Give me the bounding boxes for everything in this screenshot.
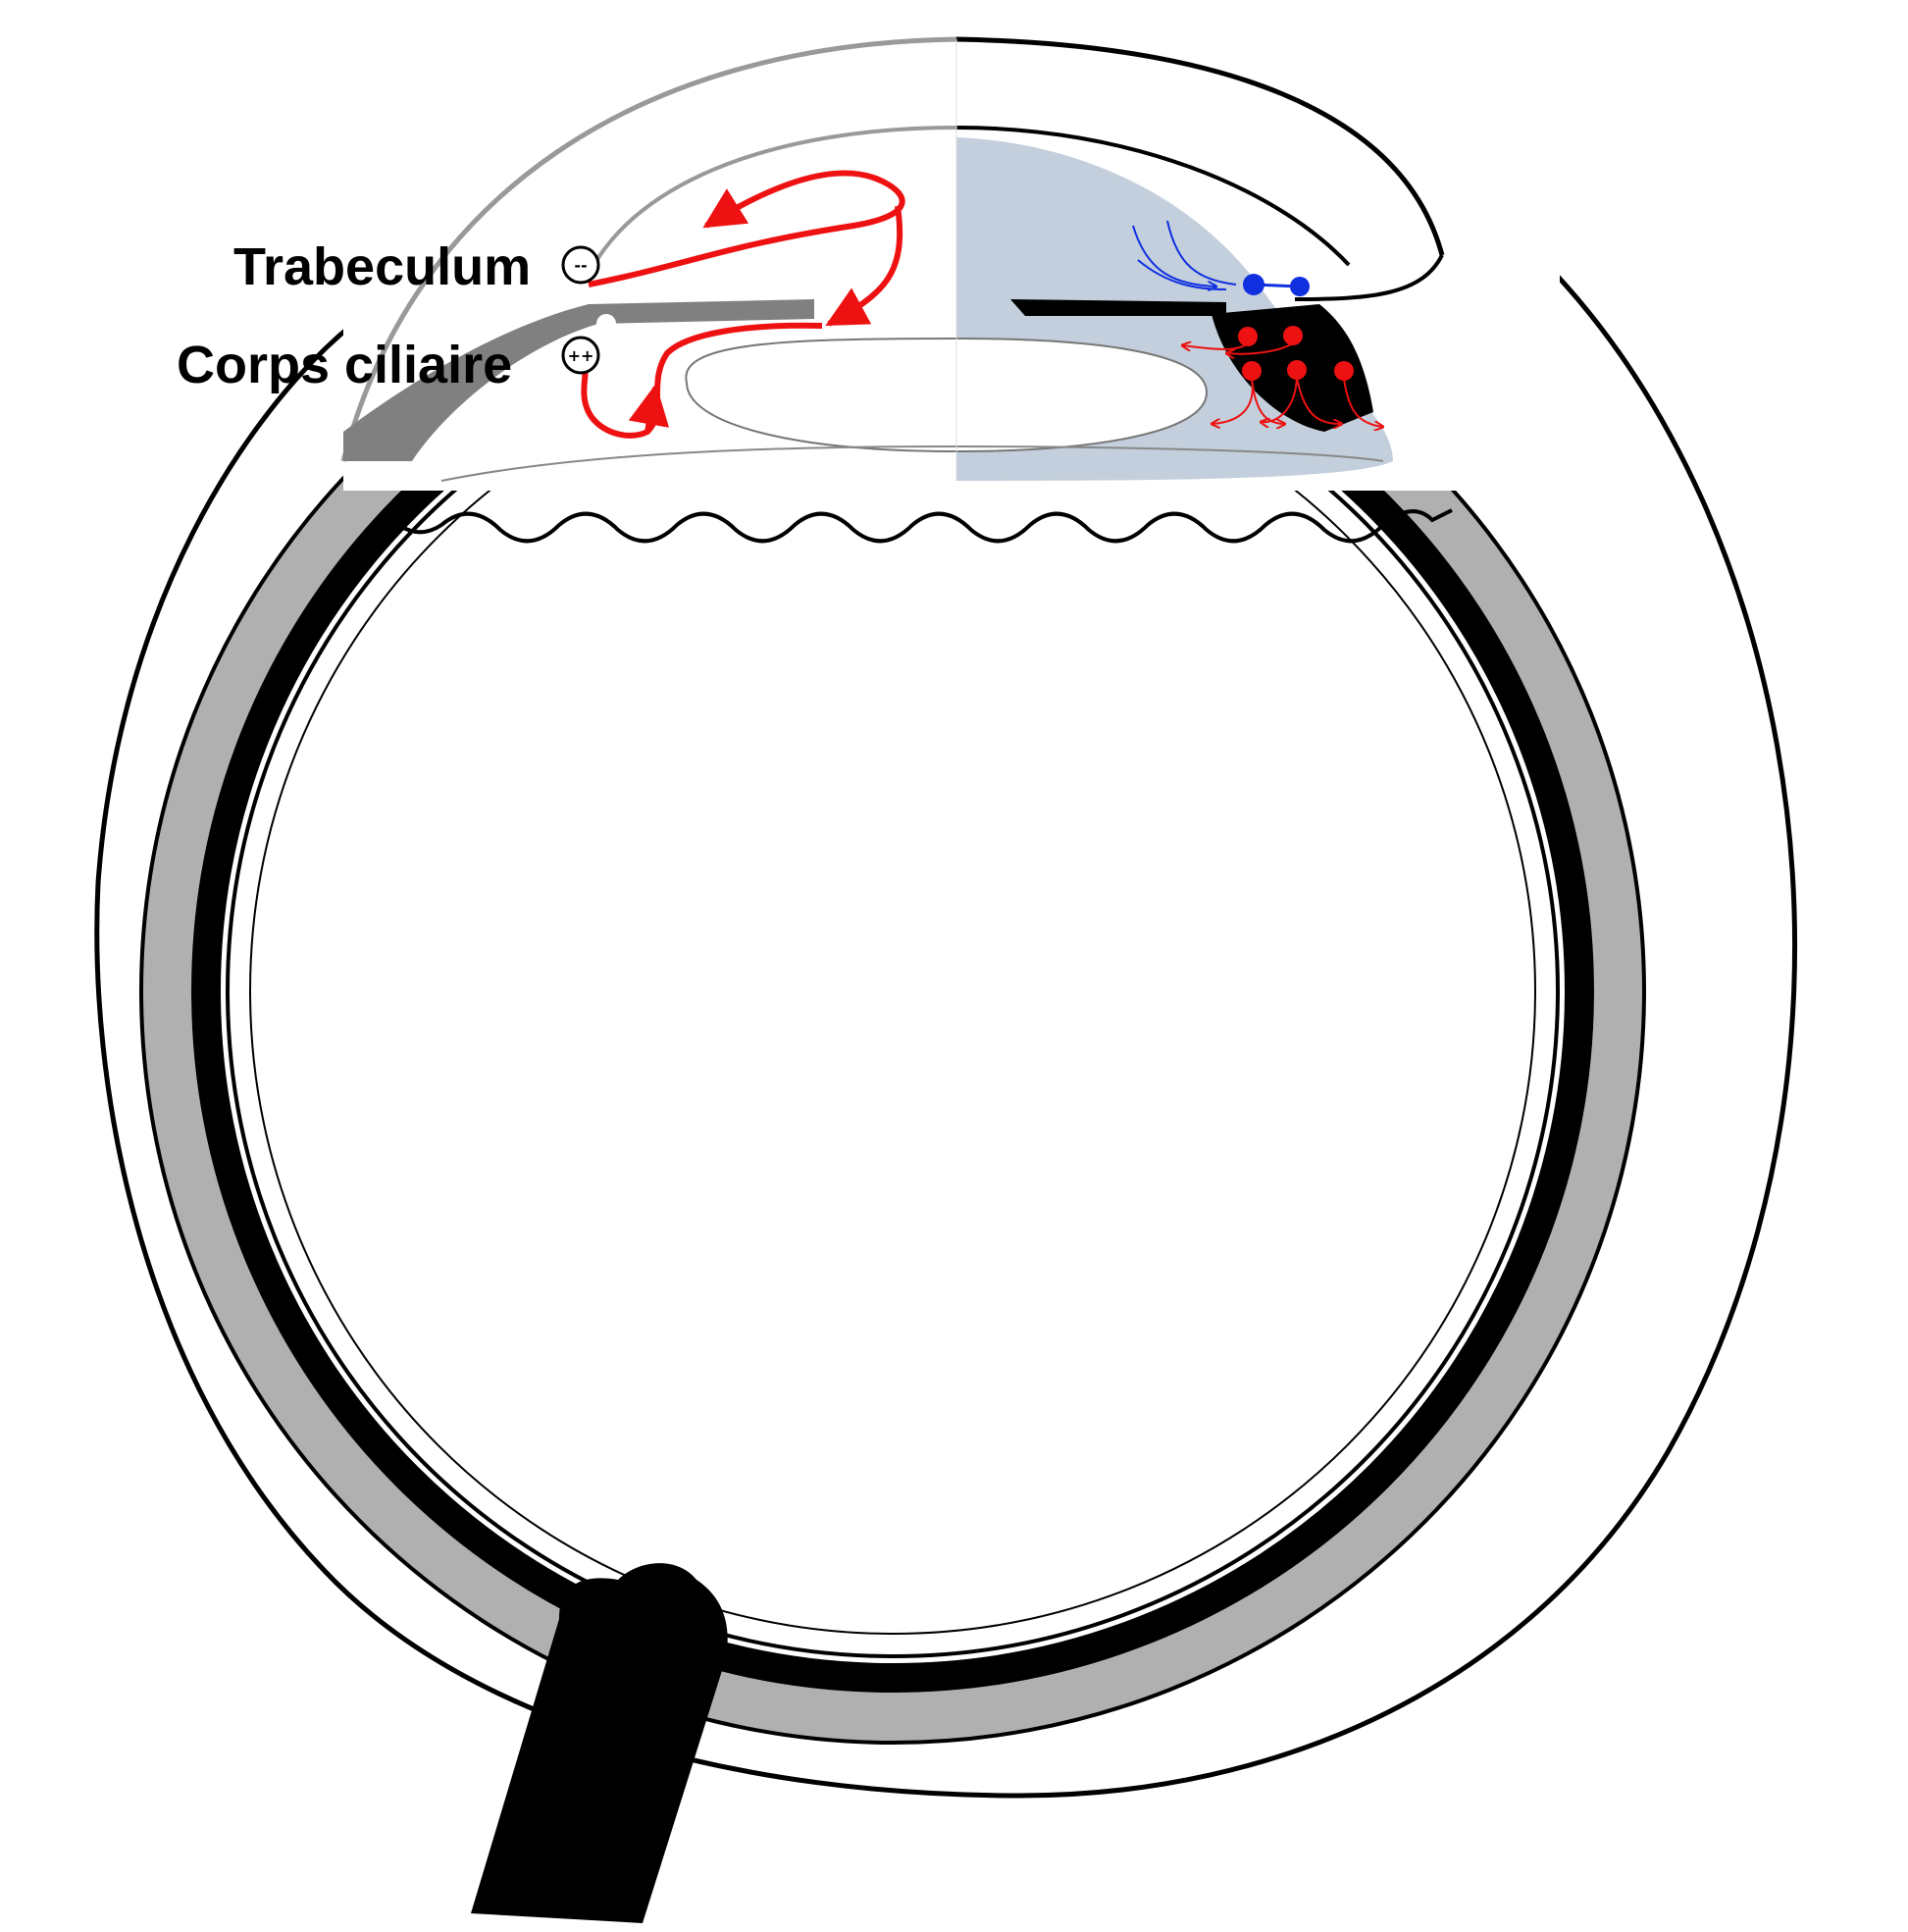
blue-fiber-2 [1166, 220, 1237, 286]
red-receptor-1 [1238, 327, 1258, 346]
aqueous-flow-up [628, 383, 670, 433]
cornea-inner-left [587, 126, 957, 276]
ciliary-hole-2 [532, 361, 551, 381]
red-secretion-arrow-4 [1251, 378, 1285, 424]
aqueous-flow-path-lower [825, 205, 903, 327]
blue-fiber-3 [1137, 259, 1227, 290]
red-secretion-arrow-1 [1182, 343, 1249, 349]
lens [685, 337, 1209, 453]
red-receptor-5 [1334, 361, 1354, 381]
label-corps-ciliaire: Corps ciliaire [177, 336, 512, 394]
red-receptor-3 [1242, 361, 1262, 381]
cornea-outer-right [955, 36, 1445, 256]
blue-receptor-2 [1290, 277, 1310, 296]
limbus-line [1294, 254, 1444, 301]
trabeculum-sign-icon [561, 245, 600, 285]
iris-right [1010, 299, 1226, 316]
cornea-outer-left [340, 36, 957, 462]
red-secretion-arrow-7 [1343, 378, 1383, 427]
outer-globe-outline [94, 36, 1798, 1799]
corps-ciliaire-sign-icon [561, 336, 600, 375]
red-receptor-2 [1283, 326, 1303, 345]
iris-left [343, 299, 814, 461]
red-secretion-arrow-2 [1226, 342, 1294, 354]
vitreous-wavy-boundary [381, 508, 1453, 544]
retina-line-outer [226, 324, 1560, 1658]
red-secretion-arrow-6 [1296, 377, 1342, 424]
choroid-band [191, 289, 1594, 1693]
ciliary-hole-1 [596, 314, 616, 334]
optic-nerve [471, 1563, 728, 1923]
blue-fiber-1 [1132, 225, 1216, 287]
corps-ciliaire-sign: ++ [568, 346, 594, 365]
posterior-capsule [440, 444, 1384, 482]
red-secretion-arrow-5 [1261, 377, 1298, 422]
trabeculum-sign: -- [574, 256, 587, 275]
blue-receptor-1 [1243, 274, 1264, 295]
label-trabeculum: Trabeculum [233, 237, 531, 296]
cornea-inner-right [955, 126, 1351, 267]
red-receptor-4 [1287, 360, 1307, 380]
